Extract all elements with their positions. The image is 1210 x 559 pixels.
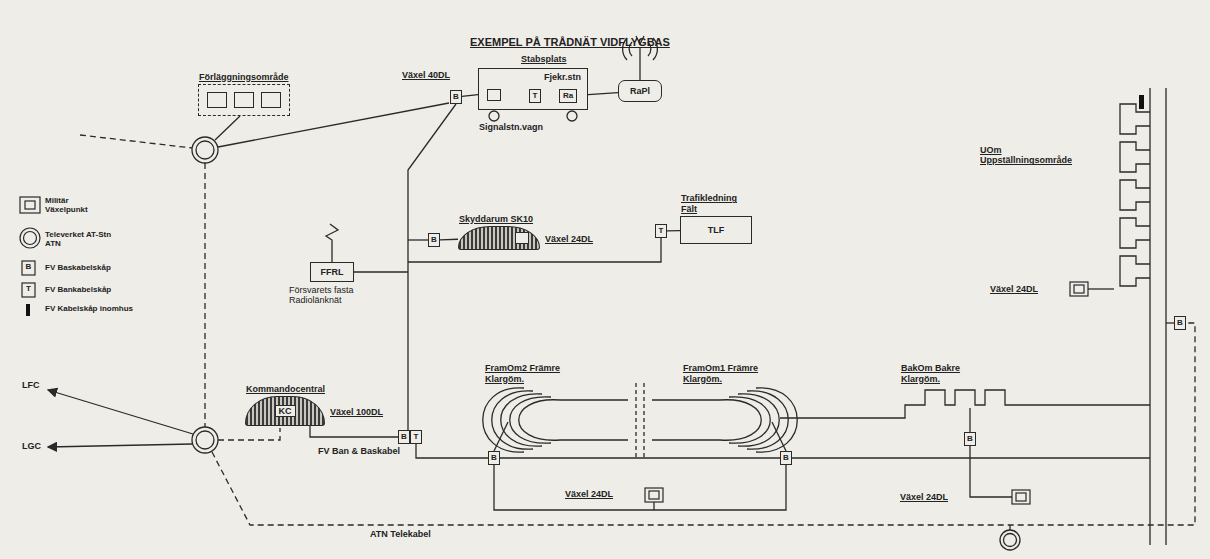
node-label: T	[533, 91, 538, 100]
cabinet-box: B	[1174, 316, 1186, 330]
legend-text: Televerket AT-Stn ATN	[45, 230, 117, 248]
text-label: LGC	[22, 441, 41, 451]
cable-connector	[667, 230, 680, 231]
shelter-box: Skyddarum SK10Växel 24DL	[458, 226, 540, 250]
node-label: B	[967, 434, 973, 443]
parking-area: UOm Uppställningsområde	[1092, 90, 1142, 300]
text-label: Växel 40DL	[402, 70, 450, 80]
switch-symbol	[234, 92, 254, 108]
text-label: LFC	[22, 380, 40, 390]
node-label: B	[491, 453, 497, 462]
node-label: RaPl	[630, 86, 650, 96]
node-label: Skyddarum SK10	[459, 214, 533, 224]
node-label: Ra	[563, 91, 573, 100]
node-label: B	[453, 92, 459, 101]
node-label: T	[659, 226, 664, 235]
node-label: B	[431, 235, 437, 244]
legend-text: FV Kabelskåp inomhus	[45, 304, 133, 313]
traffic-box: Trafikledning FältTLF	[680, 216, 752, 244]
cabinet-box: T	[655, 224, 667, 238]
node-label: FFRL	[321, 267, 344, 277]
node-label: B	[401, 432, 407, 441]
node-label: UOm Uppställningsområde	[980, 145, 1085, 166]
legend-text: Militär Växelpunkt	[45, 196, 107, 214]
switch-symbol	[515, 232, 529, 244]
node-text: Växel 100DL	[330, 407, 383, 417]
node-text: Försvarets fasta Radiolänknät	[289, 285, 381, 306]
text-label: FV Ban & Baskabel	[318, 446, 400, 456]
node-label: Trafikledning Fält	[681, 193, 745, 214]
cable-connector	[440, 239, 458, 241]
signal-vehicle: StabsplatsFjekr.stnSignalstn.vagnTRa	[478, 68, 588, 110]
diagram-title: EXEMPEL PÅ TRÅDNÄT VIDFLYGBAS	[470, 36, 670, 49]
text-label: Växel 24DL	[900, 492, 948, 502]
node-label: FramOm2 Främre Klargöm.	[485, 363, 565, 384]
cable-connector	[462, 95, 478, 97]
node-label: BakOm Bakre Klargöm.	[901, 363, 981, 384]
radio-box: Ra	[559, 89, 577, 103]
node-label: FramOm1 Främre Klargöm.	[683, 363, 763, 384]
node-text: Fjekr.stn	[544, 72, 581, 82]
cabinet-box: B	[450, 90, 462, 104]
cabinet-box: B	[780, 451, 792, 465]
legend-symbol-letter: T	[22, 284, 35, 293]
runway-area: FramOm2 Främre Klargöm.	[495, 390, 625, 450]
node-text: TLF	[708, 225, 725, 235]
node-label: Kommandocentral	[246, 384, 325, 394]
radio-link-box: FFRLFörsvarets fasta Radiolänknät	[310, 262, 354, 282]
command-box: KommandocentralKCVäxel 100DL	[245, 396, 325, 426]
area-box: Förläggningsområde	[198, 84, 290, 116]
text-label: Växel 24DL	[990, 284, 1038, 294]
cable-connector	[970, 408, 971, 432]
radio-box: RaPl	[618, 80, 662, 102]
node-label: T	[414, 432, 419, 441]
rear-area: BakOm Bakre Klargöm.	[915, 388, 1025, 408]
node-label: Förläggningsområde	[199, 72, 289, 82]
legend-text: FV Bankabelskåp	[45, 285, 111, 294]
switch-symbol	[207, 92, 227, 108]
text-label: Växel 24DL	[565, 489, 613, 499]
node-label: B	[1177, 318, 1183, 327]
node-text: Signalstn.vagn	[479, 122, 543, 132]
cabinet-box: B	[488, 451, 500, 465]
switch-symbol	[487, 89, 501, 101]
runway-area: FramOm1 Främre Klargöm.	[655, 390, 785, 450]
node-label: B	[783, 453, 789, 462]
cabinet-box: T	[410, 430, 422, 444]
node-label: Stabsplats	[521, 54, 567, 64]
legend-text: FV Baskabelskåp	[45, 263, 111, 272]
cabinet-box: T	[529, 89, 541, 103]
cabinet-box: B	[964, 432, 976, 446]
cabinet-box: B	[428, 233, 440, 247]
cabinet-box: B	[398, 430, 410, 444]
node-text: Växel 24DL	[545, 234, 593, 244]
legend-symbol-letter: B	[22, 262, 35, 271]
node-text: KC	[275, 405, 296, 417]
switch-symbol	[261, 92, 281, 108]
text-label: ATN Telekabel	[370, 529, 431, 539]
